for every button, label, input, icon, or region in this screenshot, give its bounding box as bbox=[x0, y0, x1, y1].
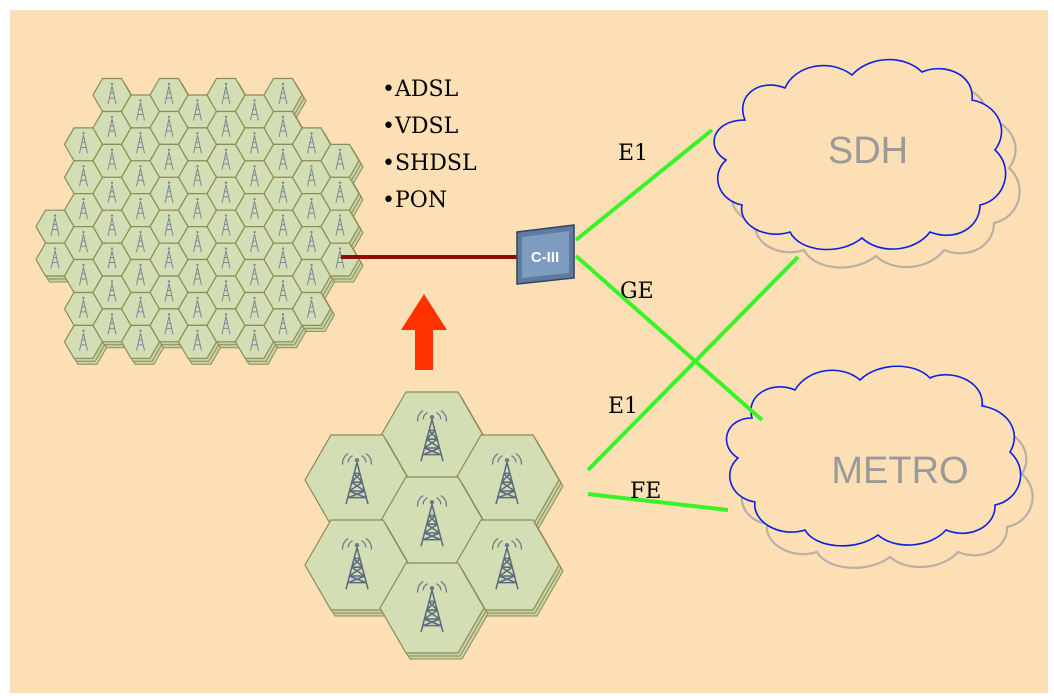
cell-hexagon bbox=[379, 391, 489, 489]
cell-hexagon bbox=[304, 519, 414, 617]
cell-hexagon bbox=[234, 193, 279, 234]
cell-hexagon bbox=[379, 562, 489, 660]
cell-hexagon bbox=[263, 275, 307, 316]
cell-hexagon bbox=[291, 291, 336, 332]
cell-hexagon bbox=[291, 258, 336, 299]
sdh-cloud: SDH bbox=[713, 58, 1021, 269]
link-label-e1-bottom: E1 bbox=[608, 394, 638, 419]
macro-cell-cluster bbox=[304, 391, 564, 660]
cell-hexagon bbox=[379, 476, 489, 574]
access-device-icon: C-III bbox=[516, 224, 575, 285]
access-item: •ADSL bbox=[382, 77, 459, 102]
up-arrow-icon bbox=[401, 294, 447, 370]
cell-hexagon bbox=[120, 258, 165, 299]
sdh-cloud-label: SDH bbox=[828, 130, 908, 172]
cell-hexagon bbox=[320, 209, 364, 250]
cell-hexagon bbox=[454, 519, 564, 617]
cell-hexagon bbox=[63, 324, 108, 365]
cell-hexagon bbox=[263, 209, 307, 250]
link-label-e1-top: E1 bbox=[618, 141, 648, 166]
cell-hexagon bbox=[454, 434, 564, 532]
cell-hexagon bbox=[206, 110, 250, 151]
cell-hexagon bbox=[206, 176, 250, 217]
cell-hexagon bbox=[120, 291, 165, 332]
e1-link-bottom bbox=[586, 255, 800, 472]
link-label-fe: FE bbox=[630, 479, 661, 504]
link-label-ge: GE bbox=[620, 279, 654, 304]
cell-hexagon bbox=[177, 258, 222, 299]
cell-hexagon bbox=[320, 176, 364, 217]
cell-hexagon bbox=[63, 258, 108, 299]
cell-hexagon bbox=[234, 324, 279, 365]
cell-hexagon bbox=[177, 324, 222, 365]
cell-hexagon bbox=[177, 127, 222, 168]
metro-cloud: METRO bbox=[725, 365, 1034, 569]
e1-link-top bbox=[574, 128, 714, 242]
cell-hexagon bbox=[234, 160, 279, 201]
access-device-label: C-III bbox=[531, 249, 559, 266]
cell-hexagon bbox=[92, 143, 136, 184]
small-cell-cluster bbox=[35, 77, 364, 365]
access-item: •PON bbox=[382, 188, 447, 213]
access-item: •VDSL bbox=[382, 114, 459, 139]
metro-cloud-label: METRO bbox=[831, 450, 968, 492]
cell-hexagon bbox=[177, 226, 222, 266]
ge-link bbox=[574, 254, 764, 422]
cell-hexagon bbox=[263, 176, 307, 217]
access-technology-list: •ADSL •VDSL •SHDSL •PON bbox=[382, 77, 477, 213]
cell-hexagon bbox=[320, 242, 364, 283]
cell-hexagon bbox=[304, 434, 414, 532]
cell-hexagon bbox=[263, 110, 307, 151]
access-item: •SHDSL bbox=[382, 151, 477, 176]
cell-hexagon bbox=[92, 275, 136, 316]
fe-link bbox=[587, 492, 729, 512]
cell-hexagon bbox=[291, 160, 336, 201]
cell-hexagon bbox=[291, 127, 336, 168]
